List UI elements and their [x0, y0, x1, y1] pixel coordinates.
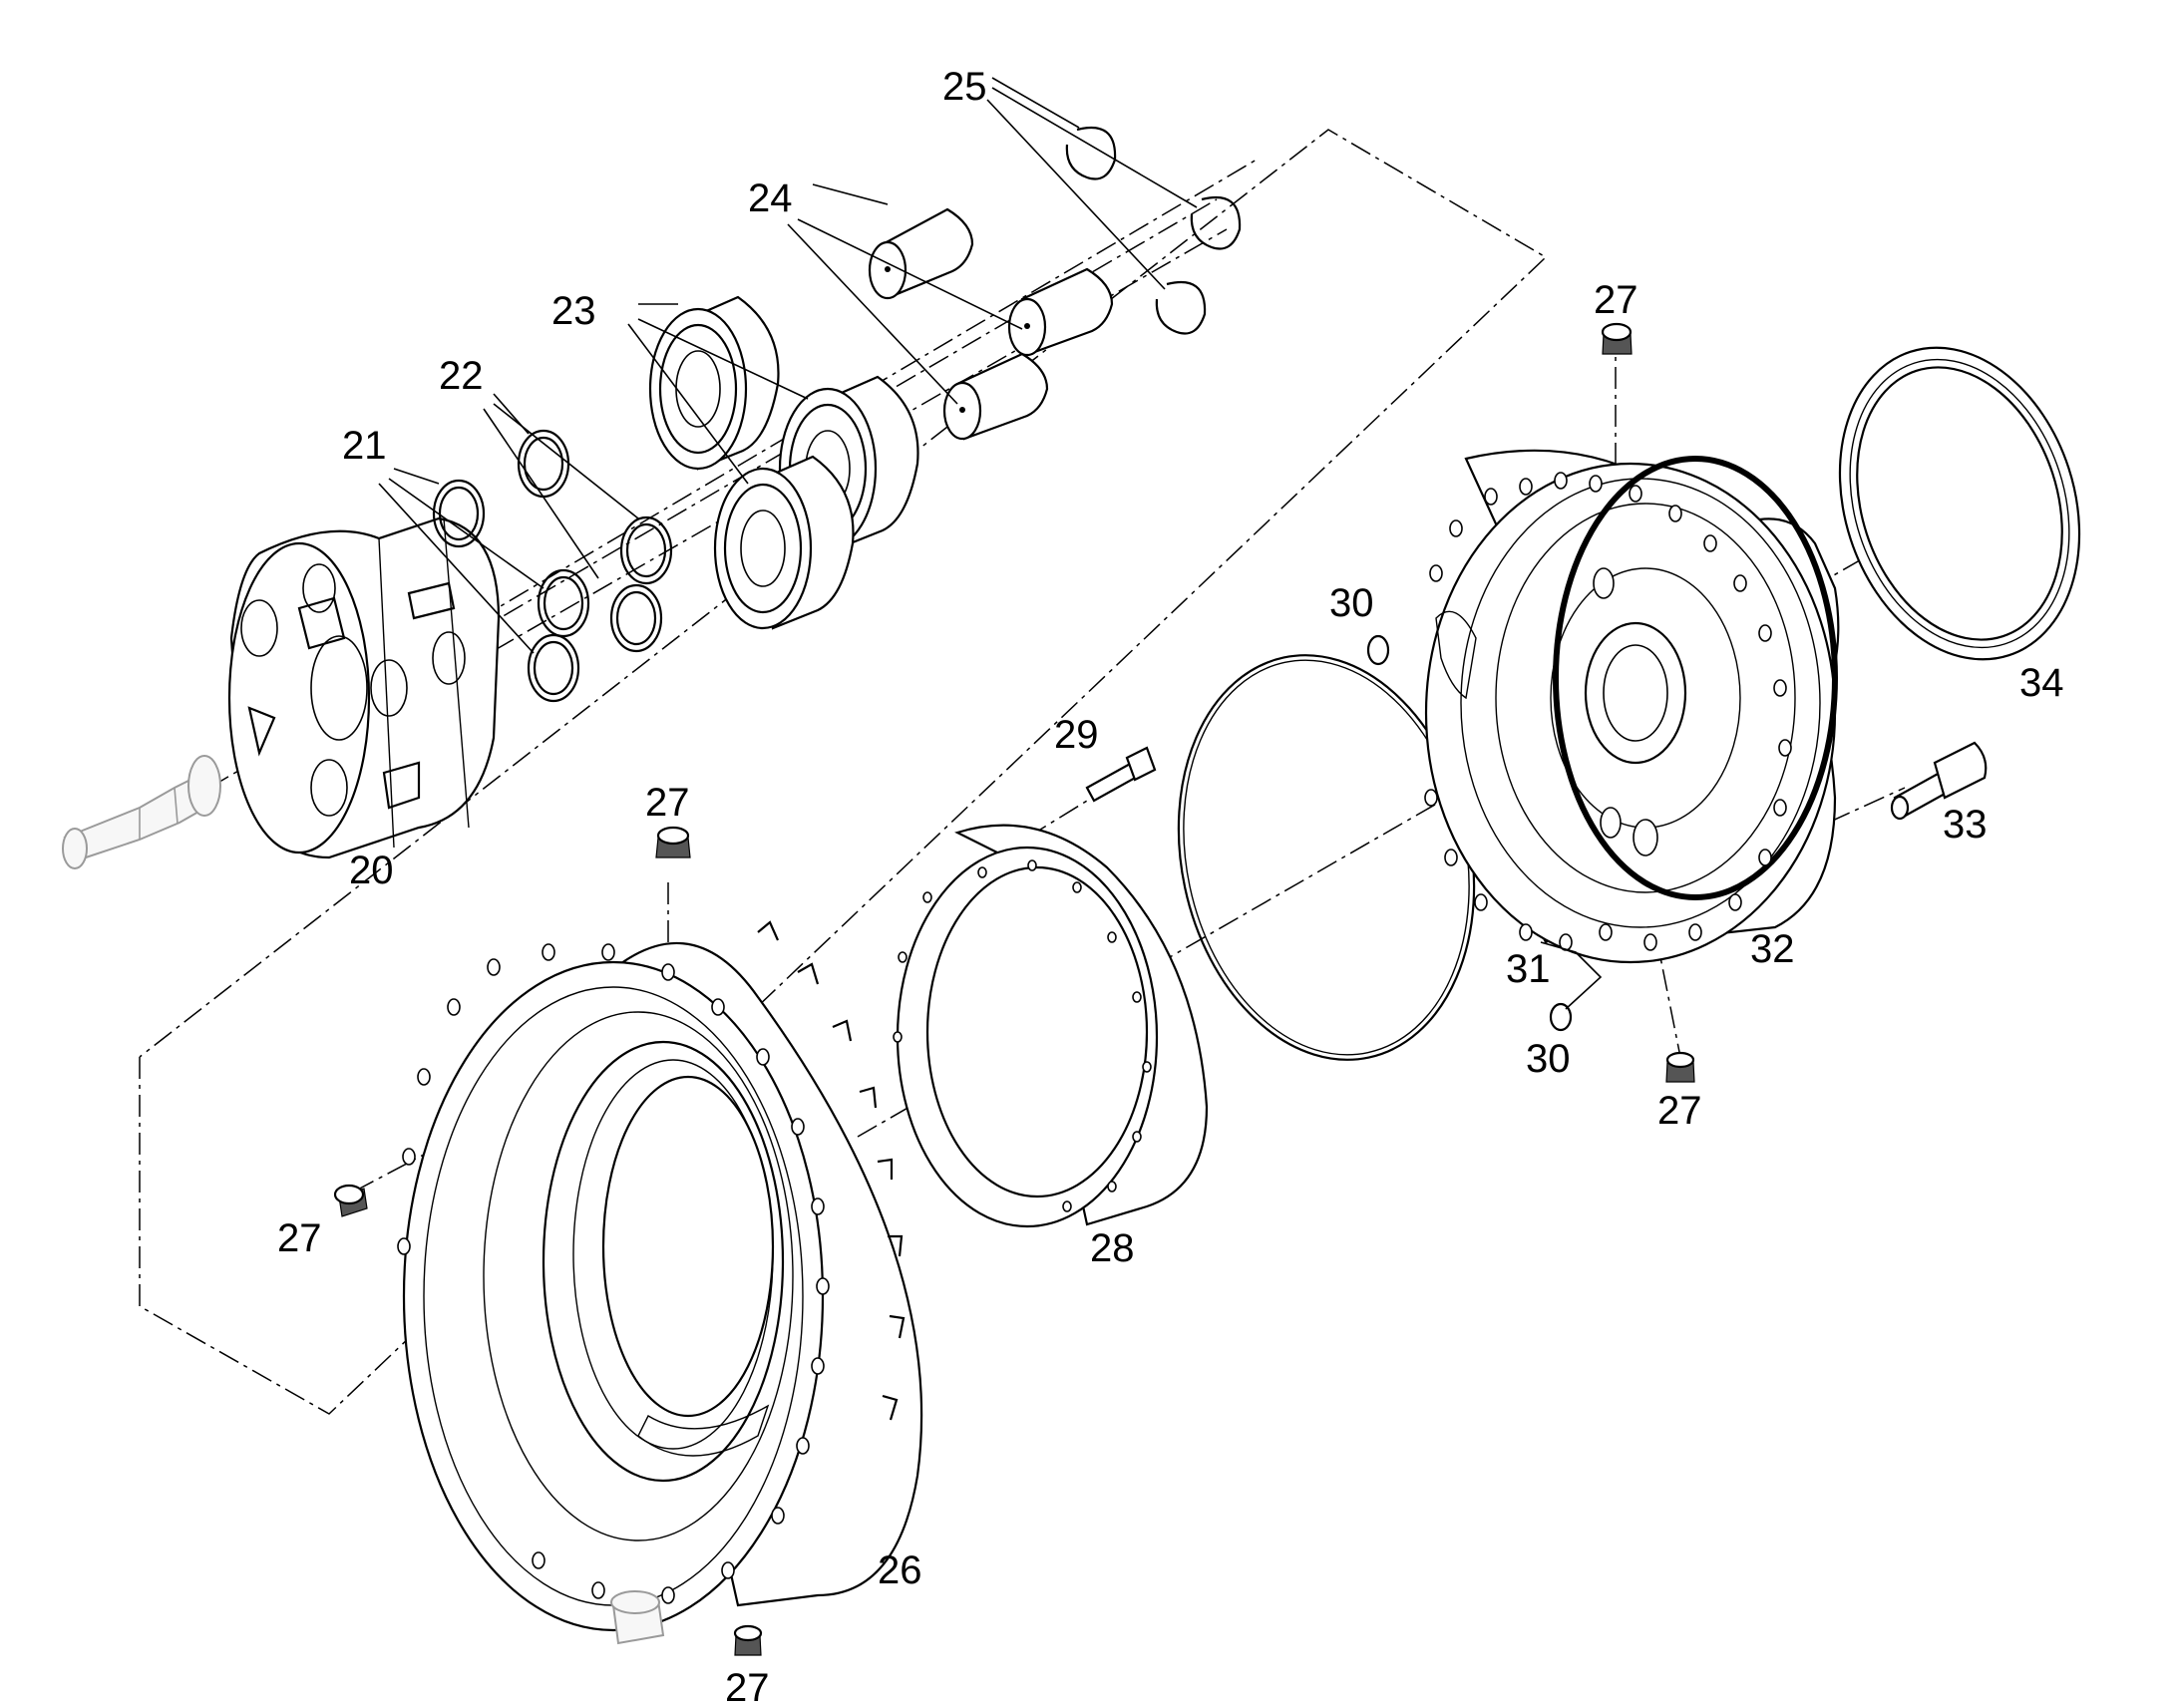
- retaining-rings: [1065, 126, 1242, 335]
- leader-lines: [378, 77, 1603, 1010]
- plug-27-bottom: [733, 1624, 763, 1656]
- cover-hub: [1424, 449, 1840, 964]
- seal-ring-34: [1838, 346, 2081, 661]
- plug-27-top-left: [655, 826, 691, 858]
- callout-22: 22: [439, 354, 484, 398]
- spacer-holes: [893, 859, 1152, 1212]
- input-shaft: [62, 755, 221, 869]
- callout-26: 26: [878, 1548, 922, 1592]
- callout-27-left: 27: [277, 1216, 322, 1260]
- callout-27-bottom: 27: [725, 1666, 770, 1708]
- callout-28: 28: [1090, 1226, 1135, 1270]
- callout-30-lower: 30: [1526, 1037, 1571, 1081]
- plug-ghost-bottom: [610, 1590, 665, 1645]
- callout-20: 20: [349, 849, 394, 892]
- callout-31: 31: [1506, 947, 1551, 991]
- callout-21: 21: [342, 424, 387, 468]
- callout-27-right-bottom: 27: [1657, 1089, 1702, 1133]
- ring-gear-housing: [397, 920, 923, 1632]
- spacer-ring: [893, 824, 1209, 1228]
- callout-labels: 20 21 22 23 24 25 26 27 27 27 27 27 28 2…: [277, 65, 2064, 1708]
- plug-27-right-bottom: [1665, 1051, 1695, 1083]
- callout-33: 33: [1943, 803, 1988, 847]
- callout-24: 24: [748, 176, 793, 220]
- callout-23: 23: [551, 289, 596, 333]
- seal-30-upper: [1366, 634, 1390, 666]
- seal-30-lower: [1549, 1002, 1573, 1032]
- plug-27-left: [333, 1184, 368, 1217]
- plug-27-right-top: [1601, 322, 1633, 355]
- cover-bolt-holes: [1424, 472, 1792, 951]
- planet-pins: [868, 207, 1114, 441]
- callout-32: 32: [1750, 927, 1795, 971]
- callout-27-right-top: 27: [1594, 278, 1638, 322]
- callout-34: 34: [2019, 661, 2064, 705]
- callout-30-upper: 30: [1329, 581, 1374, 625]
- housing-teeth: [757, 920, 906, 1421]
- callout-27-top-left: 27: [645, 781, 690, 825]
- callout-25: 25: [942, 65, 987, 109]
- planet-carrier: [227, 516, 501, 859]
- bolt-29: [1085, 746, 1157, 803]
- bolt-33: [1890, 741, 1988, 821]
- callout-29: 29: [1054, 713, 1099, 757]
- planet-gears: [648, 295, 919, 630]
- plugs: [333, 322, 1695, 1656]
- housing-bolt-holes: [397, 943, 830, 1604]
